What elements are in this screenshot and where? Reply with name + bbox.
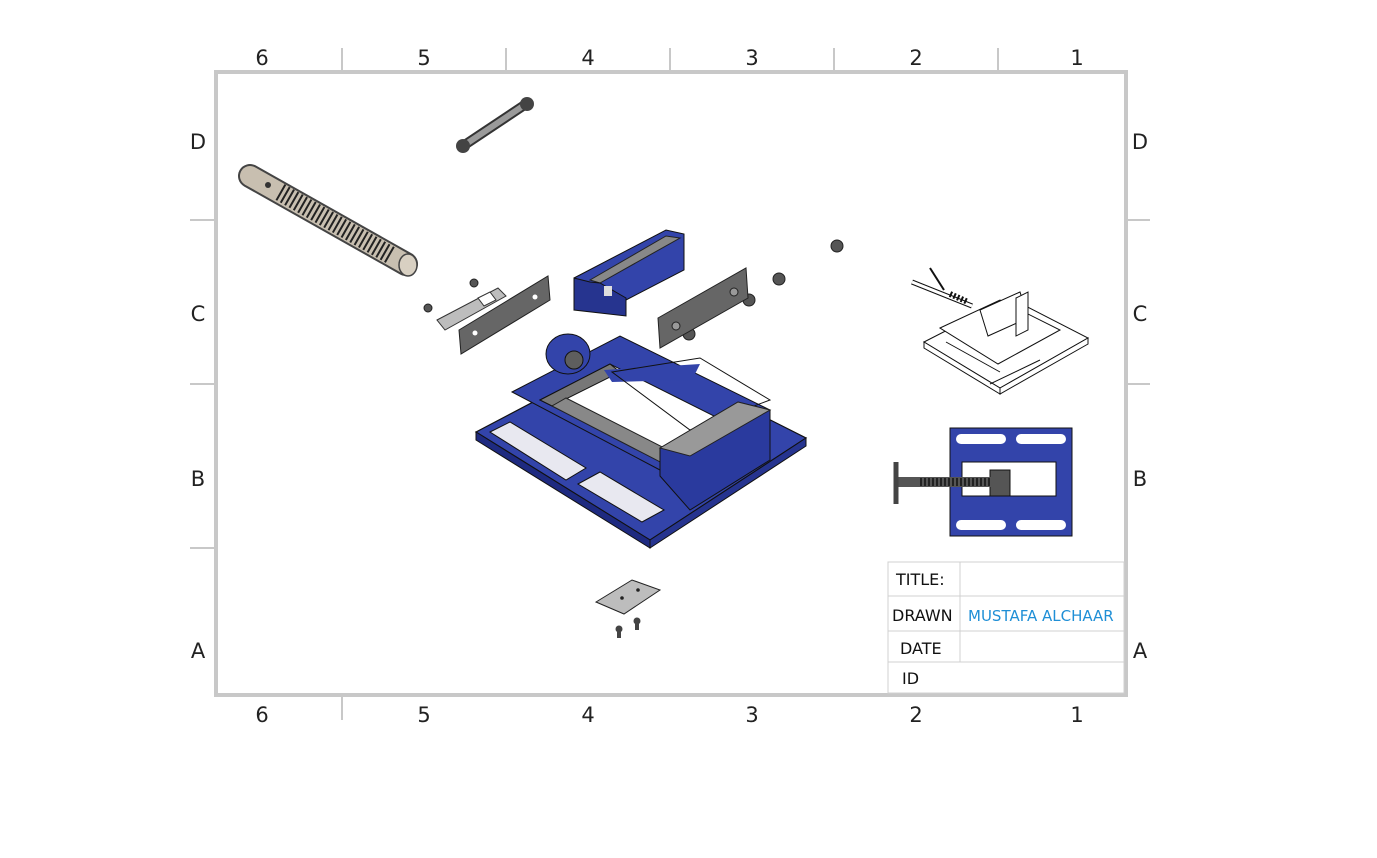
zone-col-label-bottom: 1 bbox=[1070, 703, 1083, 727]
zone-col-label-top: 1 bbox=[1070, 46, 1083, 70]
jaw-screws bbox=[423, 239, 844, 341]
assembled-isometric-view bbox=[911, 267, 1090, 395]
moving-jaw bbox=[573, 229, 685, 317]
title-block: TITLE: DRAWN MUSTAFA ALCHAAR DATE ID bbox=[887, 561, 1125, 694]
lead-screw bbox=[238, 164, 418, 277]
zone-col-label-top: 2 bbox=[909, 46, 922, 70]
zone-row-label-left: A bbox=[191, 639, 206, 663]
handle-pin bbox=[456, 97, 534, 153]
zone-col-label-top: 6 bbox=[255, 46, 268, 70]
id-label: ID bbox=[902, 669, 919, 688]
vise-body bbox=[474, 333, 808, 549]
bottom-plate bbox=[594, 579, 662, 638]
zone-col-label-bottom: 6 bbox=[255, 703, 268, 727]
drawn-value: MUSTAFA ALCHAAR bbox=[968, 607, 1114, 625]
zone-col-label-top: 4 bbox=[581, 46, 594, 70]
zone-col-label-bottom: 3 bbox=[745, 703, 758, 727]
zone-ticks-left bbox=[190, 219, 216, 549]
title-label: TITLE: bbox=[895, 570, 945, 589]
zone-row-label-right: B bbox=[1133, 467, 1147, 491]
zone-ticks-right bbox=[1126, 219, 1150, 385]
zone-row-label-left: B bbox=[191, 467, 205, 491]
zone-col-label-top: 5 bbox=[417, 46, 430, 70]
zone-ticks-top bbox=[341, 48, 999, 72]
drawn-label: DRAWN bbox=[892, 606, 953, 625]
zone-row-label-right: D bbox=[1132, 130, 1148, 154]
top-view bbox=[893, 427, 1073, 537]
zone-row-label-left: D bbox=[190, 130, 206, 154]
date-label: DATE bbox=[900, 639, 942, 658]
jaw-plate-left bbox=[458, 275, 551, 355]
jaw-plate-small bbox=[436, 287, 507, 331]
zone-col-label-bottom: 5 bbox=[417, 703, 430, 727]
zone-row-label-right: A bbox=[1133, 639, 1148, 663]
zone-col-label-bottom: 4 bbox=[581, 703, 594, 727]
zone-col-label-bottom: 2 bbox=[909, 703, 922, 727]
zone-row-label-left: C bbox=[191, 302, 206, 326]
jaw-plate-right bbox=[657, 267, 749, 349]
zone-col-label-top: 3 bbox=[745, 46, 758, 70]
zone-row-label-right: C bbox=[1133, 302, 1148, 326]
